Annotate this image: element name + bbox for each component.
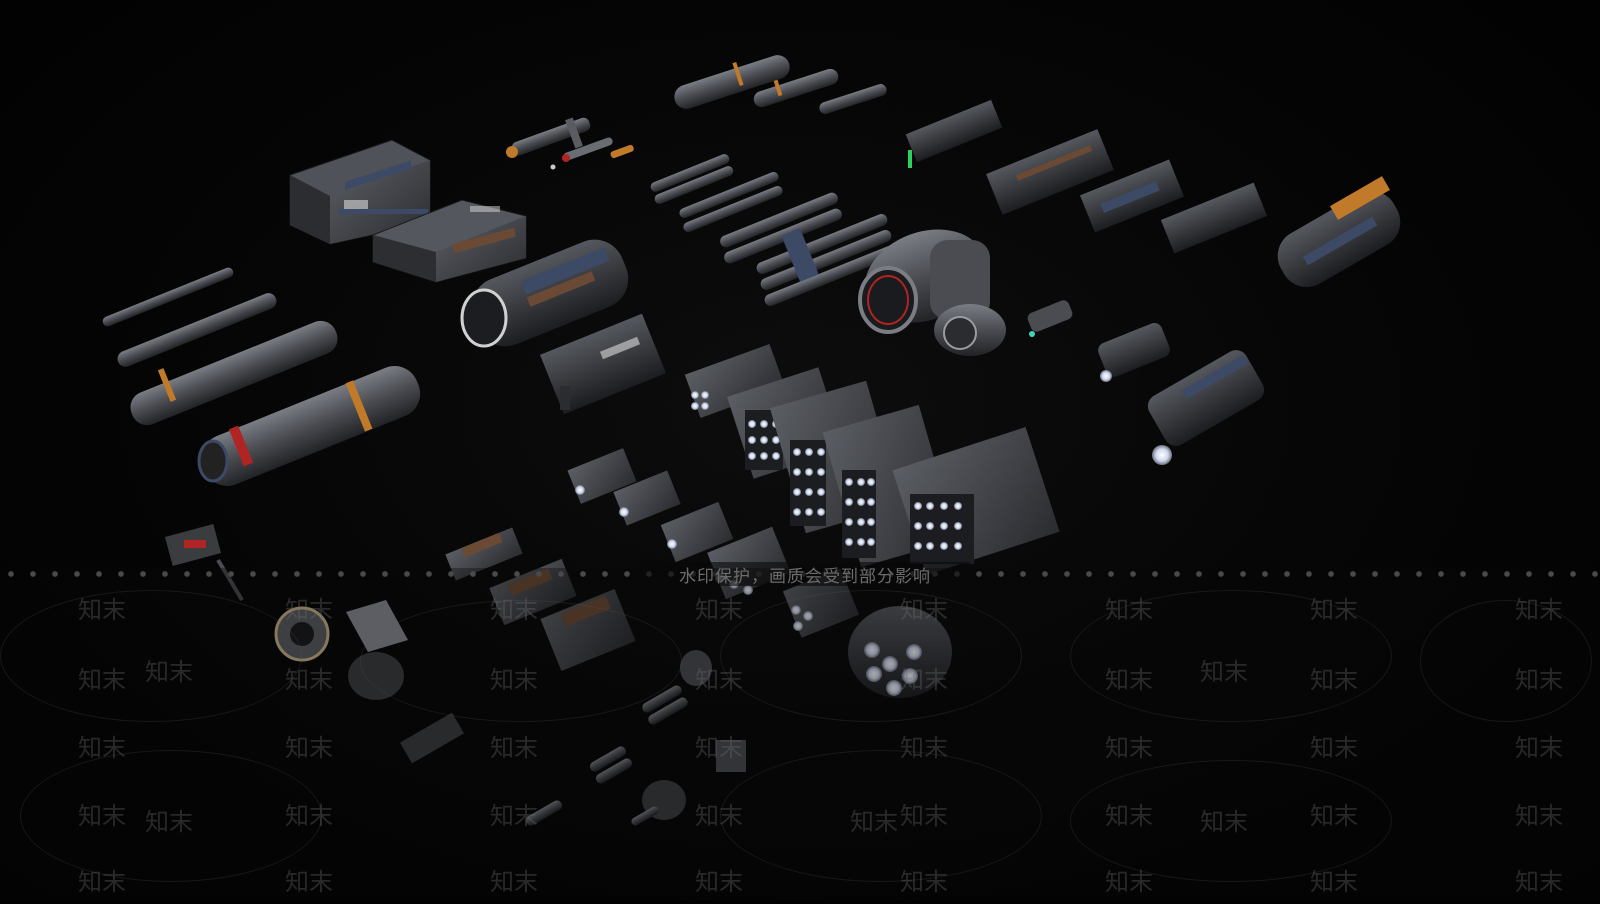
ammo-crate-large [289, 139, 527, 283]
hex-rocket-pods [684, 343, 1060, 575]
sensor-and-radar [164, 524, 464, 764]
cannon-barrels [102, 267, 421, 486]
barrel-segments [674, 55, 887, 114]
rocket-shells [506, 117, 634, 170]
pod-launcher [460, 239, 666, 415]
gun-turrets [526, 606, 952, 826]
plasma-turret [858, 229, 1006, 356]
rail-guns [905, 99, 1401, 465]
gatling-barrels [650, 154, 896, 306]
